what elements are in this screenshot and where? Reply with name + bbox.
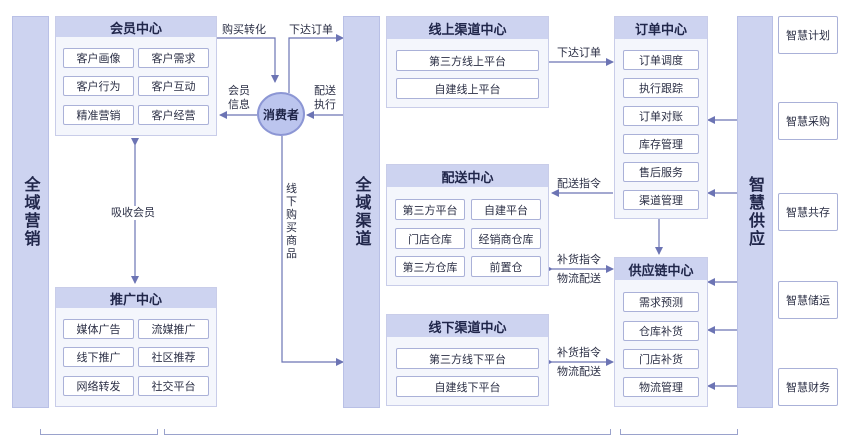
- delivery-item: 前置仓: [471, 256, 541, 277]
- arrow-purchase-convert: [217, 37, 279, 83]
- delivery-center: 配送中心 第三方平台 自建平台 门店仓库 经销商仓库 第三方仓库 前置仓: [386, 164, 549, 286]
- supplychain-item: 门店补货: [623, 349, 699, 369]
- bracket-channel: [164, 429, 611, 435]
- bracket-marketing: [40, 429, 158, 435]
- label-absorb-member: 吸收会员: [111, 206, 155, 220]
- promotion-item: 媒体广告: [63, 319, 134, 339]
- supplychain-item: 需求预测: [623, 292, 699, 312]
- order-item: 库存管理: [623, 134, 699, 154]
- order-item: 执行跟踪: [623, 78, 699, 98]
- label-purchase-convert: 购买转化: [222, 23, 266, 36]
- promotion-item: 社区推荐: [138, 347, 209, 367]
- order-item: 渠道管理: [623, 190, 699, 210]
- offline-item: 第三方线下平台: [396, 348, 539, 369]
- member-center: 会员中心 客户画像 客户需求 客户行为 客户互动 精准营销 客户经营: [55, 16, 217, 136]
- label-replenish-2: 补货指令: [557, 346, 601, 359]
- marketing-label: 全域营销: [21, 176, 41, 248]
- label-offline-buy: 线 下 购 买 商 品: [286, 182, 297, 260]
- label-place-order-online: 下达订单: [557, 46, 601, 59]
- member-item: 客户行为: [63, 76, 134, 96]
- label-logistics-1: 物流配送: [557, 272, 601, 285]
- promotion-item: 网络转发: [63, 376, 134, 396]
- member-item: 精准营销: [63, 105, 134, 125]
- supplychain-center: 供应链中心 需求预测 仓库补货 门店补货 物流管理: [614, 257, 708, 407]
- promotion-item: 流媒推广: [138, 319, 209, 339]
- smart-coexist-box: 智慧共存: [778, 193, 838, 231]
- order-center: 订单中心 订单调度 执行跟踪 订单对账 库存管理 售后服务 渠道管理: [614, 16, 708, 219]
- promotion-center: 推广中心 媒体广告 流媒推广 线下推广 社区推荐 网络转发 社交平台: [55, 287, 217, 407]
- order-item: 售后服务: [623, 162, 699, 182]
- online-channel-title: 线上渠道中心: [387, 17, 548, 39]
- supplychain-item: 物流管理: [623, 377, 699, 397]
- delivery-item: 第三方仓库: [395, 256, 465, 277]
- order-item: 订单对账: [623, 106, 699, 126]
- promotion-item: 社交平台: [138, 376, 209, 396]
- smart-plan-box: 智慧计划: [778, 16, 838, 54]
- promotion-item: 线下推广: [63, 347, 134, 367]
- offline-item: 自建线下平台: [396, 376, 539, 397]
- delivery-item: 门店仓库: [395, 228, 465, 249]
- order-center-title: 订单中心: [615, 17, 707, 39]
- delivery-center-title: 配送中心: [387, 165, 548, 187]
- member-item: 客户需求: [138, 48, 209, 68]
- delivery-item: 第三方平台: [395, 199, 465, 220]
- label-replenish-1: 补货指令: [557, 253, 601, 266]
- smart-finance-box: 智慧财务: [778, 368, 838, 406]
- arrow-offline-buy: [281, 136, 344, 366]
- bracket-supply: [620, 429, 738, 435]
- consumer-node: 消费者: [257, 92, 305, 136]
- label-place-order-top: 下达订单: [289, 23, 333, 36]
- online-item: 第三方线上平台: [396, 50, 539, 71]
- label-logistics-2: 物流配送: [557, 365, 601, 378]
- smart-purchase-box: 智慧采购: [778, 102, 838, 140]
- channel-label: 全域渠道: [352, 176, 372, 248]
- supply-bar: 智慧供应: [737, 16, 773, 408]
- offline-channel-title: 线下渠道中心: [387, 315, 548, 337]
- supply-label: 智慧供应: [746, 176, 765, 248]
- smart-storage-box: 智慧储运: [778, 281, 838, 319]
- promotion-center-title: 推广中心: [56, 288, 216, 308]
- marketing-bar: 全域营销: [12, 16, 49, 408]
- arrow-place-order-top: [288, 34, 344, 93]
- order-item: 订单调度: [623, 50, 699, 70]
- member-center-title: 会员中心: [56, 17, 216, 37]
- label-delivery-cmd: 配送指令: [557, 177, 601, 190]
- label-member-info: 会员 信息: [228, 84, 250, 111]
- member-item: 客户经营: [138, 105, 209, 125]
- supplychain-item: 仓库补货: [623, 321, 699, 341]
- supplychain-center-title: 供应链中心: [615, 258, 707, 280]
- offline-channel-center: 线下渠道中心 第三方线下平台 自建线下平台: [386, 314, 549, 406]
- member-item: 客户画像: [63, 48, 134, 68]
- label-delivery-exec: 配送 执行: [314, 84, 336, 111]
- online-channel-center: 线上渠道中心 第三方线上平台 自建线上平台: [386, 16, 549, 108]
- channel-bar: 全域渠道: [343, 16, 380, 408]
- online-item: 自建线上平台: [396, 78, 539, 99]
- delivery-item: 自建平台: [471, 199, 541, 220]
- delivery-item: 经销商仓库: [471, 228, 541, 249]
- member-item: 客户互动: [138, 76, 209, 96]
